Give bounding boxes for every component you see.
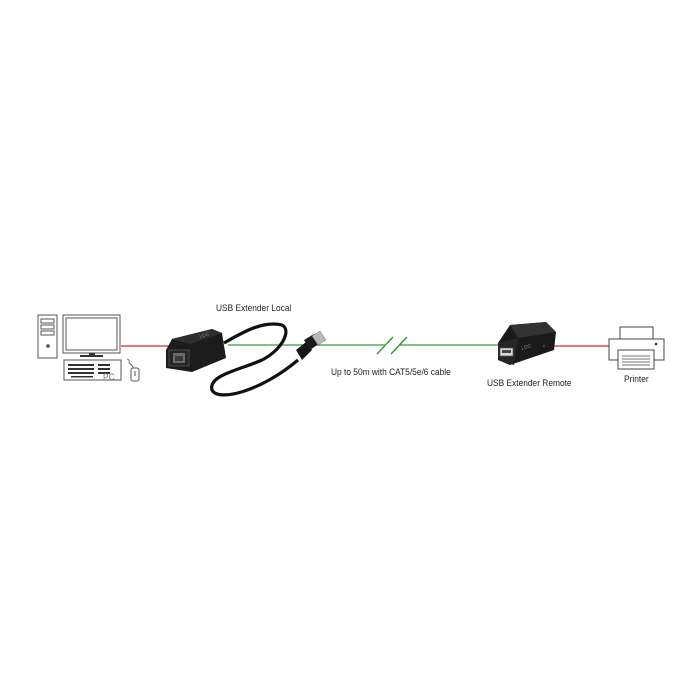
usb-extender-local-label: USB Extender Local (216, 303, 292, 314)
usb-extender-remote-label: USB Extender Remote (487, 378, 572, 389)
printer-icon (608, 326, 665, 370)
svg-text:LDC: LDC (521, 343, 533, 352)
printer-label: Printer (624, 374, 649, 385)
mouse-icon (126, 358, 140, 382)
usb-extender-remote-device: LDC (498, 322, 556, 365)
svg-text:LDC: LDC (199, 331, 211, 340)
pc-icon (37, 314, 122, 381)
pc-label: PC (103, 372, 115, 383)
cable-label: Up to 50m with CAT5/5e/6 cable (331, 367, 451, 378)
keyboard-keys (68, 364, 110, 378)
usb-extender-local-device: LDC (166, 322, 327, 397)
